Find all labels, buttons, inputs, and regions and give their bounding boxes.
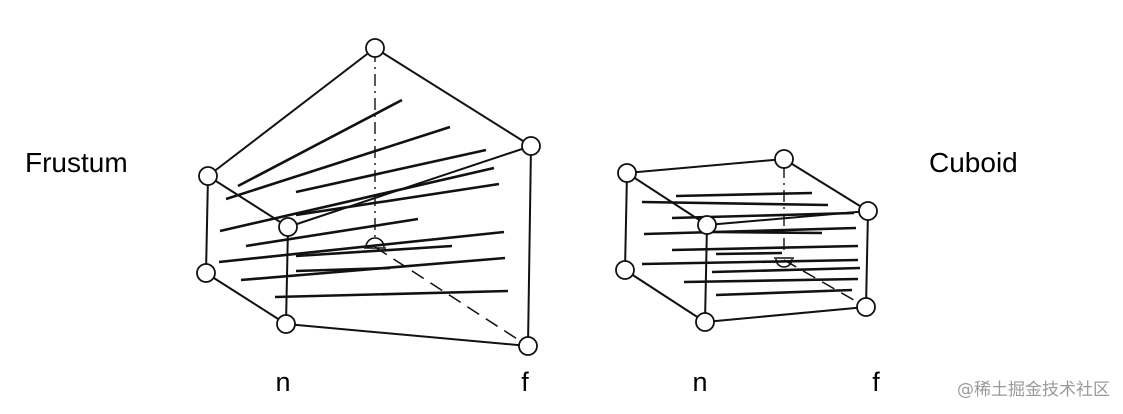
frustum-vertex xyxy=(278,217,298,237)
frustum-edge xyxy=(285,226,289,325)
frustum-edge xyxy=(207,47,376,177)
cuboid-label: Cuboid xyxy=(929,147,1018,178)
frustum-rays xyxy=(218,98,509,299)
frustum-vertex xyxy=(196,263,216,283)
cuboid-ray xyxy=(683,277,859,284)
cuboid-ray xyxy=(643,226,857,236)
frustum-vertex xyxy=(518,336,538,356)
frustum-edge xyxy=(374,47,532,147)
cuboid-ray xyxy=(671,244,859,252)
cuboid-vertex xyxy=(697,215,717,235)
frustum-edge xyxy=(285,323,529,347)
frustum-ray xyxy=(225,125,451,201)
cuboid-edge xyxy=(704,224,708,323)
frustum-ray xyxy=(295,182,500,217)
frustum-ray xyxy=(295,148,487,194)
cuboid-rays xyxy=(641,191,861,297)
frustum-far-label: f xyxy=(521,367,529,397)
frustum-vertex xyxy=(365,38,385,58)
cuboid-vertex xyxy=(617,163,637,183)
frustum-edge xyxy=(207,175,289,228)
cuboid-vertex xyxy=(774,149,794,169)
cuboid-ray xyxy=(711,266,861,274)
cuboid-edge xyxy=(624,269,706,323)
cuboid-edge xyxy=(706,210,869,226)
frustum-edge xyxy=(205,175,209,274)
cuboid-ray xyxy=(715,251,783,256)
cuboid-ray xyxy=(715,288,853,297)
cuboid-edges xyxy=(624,158,869,323)
cuboid-ray xyxy=(641,200,829,207)
cuboid-vertex xyxy=(695,312,715,332)
cuboid-edge xyxy=(783,158,869,212)
frustum-ray xyxy=(218,230,505,264)
cuboid-near-label: n xyxy=(692,367,707,397)
frustum-edge xyxy=(527,145,532,347)
cuboid-edge xyxy=(865,210,869,308)
frustum-ray xyxy=(295,266,391,273)
frustum-ray xyxy=(274,289,509,299)
frustum-hidden-bottom-edge xyxy=(374,246,529,347)
frustum-edge xyxy=(287,145,532,228)
cuboid-shape xyxy=(615,149,878,332)
frustum-ray xyxy=(295,244,453,258)
frustum-vertices xyxy=(196,38,541,356)
frustum-ray xyxy=(237,98,403,188)
cuboid-vertices xyxy=(615,149,878,332)
watermark: @稀土掘金技术社区 xyxy=(957,380,1110,400)
frustum-vertex xyxy=(521,136,541,156)
cuboid-edge xyxy=(626,172,708,226)
cuboid-ray xyxy=(715,230,823,235)
frustum-shape xyxy=(196,38,541,356)
frustum-vertex xyxy=(198,166,218,186)
frustum-label: Frustum xyxy=(25,147,128,178)
cuboid-ray xyxy=(675,191,813,198)
cuboid-far-label: f xyxy=(872,367,880,397)
frustum-near-label: n xyxy=(275,367,290,397)
cuboid-vertex xyxy=(615,260,635,280)
cuboid-edge xyxy=(624,172,628,271)
cuboid-hidden-bottom-edge xyxy=(783,259,867,308)
frustum-ray xyxy=(245,217,419,248)
cuboid-ray xyxy=(641,258,859,266)
frustum-ray xyxy=(219,166,495,233)
frustum-vertex xyxy=(276,314,296,334)
cuboid-edge xyxy=(626,158,785,174)
cuboid-vertex xyxy=(856,297,876,317)
frustum-edge xyxy=(205,272,287,325)
cuboid-edge xyxy=(704,306,867,323)
cuboid-vertex xyxy=(858,201,878,221)
frustum-edges xyxy=(205,47,532,347)
